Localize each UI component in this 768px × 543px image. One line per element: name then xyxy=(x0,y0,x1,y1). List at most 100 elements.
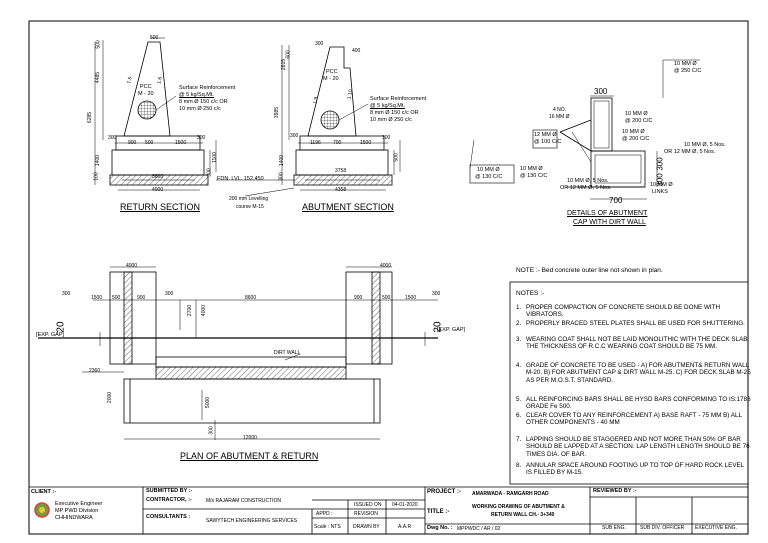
plan-d2360: 2360 xyxy=(89,368,101,374)
client-line-1: Executive Engineer xyxy=(55,501,103,507)
detail-r2a: 10 MM Ø xyxy=(625,111,648,117)
executive-eng-label: EXECUTIVE ENG. xyxy=(695,525,737,531)
contractor-name: M/s RAJARAM CONSTRUCTION xyxy=(206,498,281,504)
return-dim-1500: 1500 xyxy=(175,140,187,146)
abut-surface-reinf: Surface Reinforcement xyxy=(370,96,427,102)
detail-bot-700: 700 xyxy=(609,196,623,205)
plan-d900b: 900 xyxy=(354,295,363,301)
detail-r2b: @ 200 C/C xyxy=(625,118,653,124)
details-title-2: CAP WITH DIRT WALL xyxy=(573,219,646,226)
return-v-300: 300 xyxy=(206,168,213,177)
detail-16mm: 16 MM Ø xyxy=(549,114,570,120)
plan-top-4000b: 4000 xyxy=(380,263,392,269)
sub-eng-label: SUB ENG. xyxy=(602,525,626,531)
detail-r6a: 10 MM Ø xyxy=(477,167,500,173)
note-text: ALL REINFORCING BARS SHALL BE HYSD BARS … xyxy=(526,396,751,411)
note-item: 7.LAPPING SHOULD BE STAGGERED AND NOT MO… xyxy=(516,436,751,458)
return-pcc: PCC xyxy=(140,84,152,90)
details-drawing xyxy=(469,59,700,200)
note-text: ANNULAR SPACE AROUND FOOTING UP TO TOP O… xyxy=(526,462,744,477)
detail-v300b: 300 xyxy=(655,173,665,187)
abut-v-2815: 2815 xyxy=(281,58,288,71)
client-line-3: CHHINDWARA xyxy=(55,515,93,521)
details-title-1: DETAILS OF ABUTMENT xyxy=(567,210,648,217)
abutment-section-title: ABUTMENT SECTION xyxy=(302,202,394,212)
drawn-value: A.A.R xyxy=(398,524,412,530)
note-item: 4.GRADE OF CONCRETE TO BE USED - A) FOR … xyxy=(516,362,751,384)
return-top-width: 500 xyxy=(150,35,159,41)
return-dim-3600: 3600 xyxy=(152,174,164,180)
dwg-value: MPPWDC / AR / 02 xyxy=(457,526,501,532)
return-dim-4000: 4000 xyxy=(152,187,164,193)
note-number: 4. xyxy=(516,362,522,369)
note-number: 3. xyxy=(516,336,522,343)
plan-d900a: 900 xyxy=(137,295,146,301)
abut-dim-700: 700 xyxy=(333,140,342,146)
abut-surface-rate: @ 5 kg/Sq.Mt. xyxy=(370,103,405,109)
plan-d4000: 4000 xyxy=(201,304,208,317)
abut-dim-1196: 1196 xyxy=(310,140,321,146)
client-line-2: MP PWD Division xyxy=(55,508,99,514)
note-number: 2. xyxy=(516,320,522,327)
appd-label: APPD : xyxy=(316,511,333,517)
sheet-border xyxy=(28,20,749,535)
return-section-title: RETURN SECTION xyxy=(120,202,201,212)
drawn-label: DRAWN BY xyxy=(353,524,380,530)
return-v-1400: 1400 xyxy=(95,154,102,167)
dwg-label: Dwg No. : xyxy=(427,525,453,531)
abut-dim-300: 300 xyxy=(315,41,324,47)
plan-note: NOTE :- Bed concrete outer line not show… xyxy=(516,267,663,274)
reviewed-label: REVIEWED BY :- xyxy=(593,488,637,494)
note-item: 6.CLEAR COVER TO ANY REINFORCEMENT A) BA… xyxy=(516,412,751,427)
note-number: 8. xyxy=(516,462,522,469)
fdn-level: FDN. LVL. 152.450 xyxy=(217,176,264,182)
abut-v-500: 500 xyxy=(393,153,400,162)
note-text: WEARING COAT SHALL NOT BE LAID MONOLITHI… xyxy=(526,336,750,351)
issued-on-value: 04-01-2020 xyxy=(392,502,418,508)
submitted-label: SUBMITTED BY :- xyxy=(146,488,193,494)
note-item: 1.PROPER COMPACTION OF CONCRETE SHOULD B… xyxy=(516,304,751,319)
abut-dim-400: 400 xyxy=(352,48,361,54)
title-block-lines xyxy=(29,486,748,534)
title-value-1: WORKING DRAWING OF ABUTMENT & xyxy=(472,504,565,510)
levelling-course-1: 200 mm Levelling xyxy=(229,196,269,202)
plan-d500a: 500 xyxy=(112,295,121,301)
abut-v-300: 300 xyxy=(278,172,285,181)
revision-label: REVISION xyxy=(354,511,378,517)
detail-r4a: 10 MM Ø xyxy=(622,129,645,135)
return-dim-500: 500 xyxy=(145,140,154,146)
detail-r7a: 10 MM Ø xyxy=(520,166,543,172)
plan-d8600: 8600 xyxy=(245,295,257,301)
plan-d500b: 500 xyxy=(382,295,391,301)
detail-r3a: 12 MM Ø xyxy=(534,132,557,138)
sub-div-officer-label: SUB DIV. OFFICER xyxy=(640,525,685,531)
note-text: CLEAR COVER TO ANY REINFORCEMENT A) BASE… xyxy=(526,412,742,427)
return-dim-900: 900 xyxy=(128,140,137,146)
title-value-2: RETURN WALL CH.- 3+340 xyxy=(491,512,555,518)
abut-dim-300b: 300 xyxy=(290,133,299,139)
contractor-label: CONTRACTOR, :- xyxy=(146,497,192,503)
detail-v300a: 300 xyxy=(655,157,665,171)
note-text: PROPER COMPACTION OF CONCRETE SHOULD BE … xyxy=(526,304,721,319)
return-v-1100: 1100 xyxy=(211,152,218,163)
return-v-500: 500 xyxy=(95,40,102,49)
detail-r9a: 10 MM Ø xyxy=(650,182,673,188)
plan-top-4000a: 4000 xyxy=(126,263,138,269)
note-text: PROPERLY BRACED STEEL PLATES SHALL BE US… xyxy=(526,320,745,327)
detail-r8b: OR 12 MM Ø, 5 Nos. xyxy=(560,185,612,191)
plan-drawing xyxy=(38,266,438,440)
return-dim-300b: 300 xyxy=(197,135,206,141)
detail-r7b: @ 130 C/C xyxy=(520,173,548,179)
detail-4no: 4 NO. xyxy=(553,107,567,113)
plan-exp-gap-left: [EXP. GAP] xyxy=(36,332,65,338)
return-pcc-grade: M - 20 xyxy=(138,91,154,97)
scale-label: Scale : NTS xyxy=(314,524,341,530)
plan-d300a: 300 xyxy=(62,291,71,297)
note-item: 2. PROPERLY BRACED STEEL PLATES SHALL BE … xyxy=(516,320,751,327)
plan-d12000: 12000 xyxy=(243,435,257,441)
plan-d20a: 20 xyxy=(55,321,67,333)
return-surface-rate: @ 5 kg/Sq.Mt. xyxy=(179,92,214,98)
plan-d2700: 2700 xyxy=(187,304,194,317)
detail-r3b: @ 100 C/C xyxy=(534,139,562,145)
